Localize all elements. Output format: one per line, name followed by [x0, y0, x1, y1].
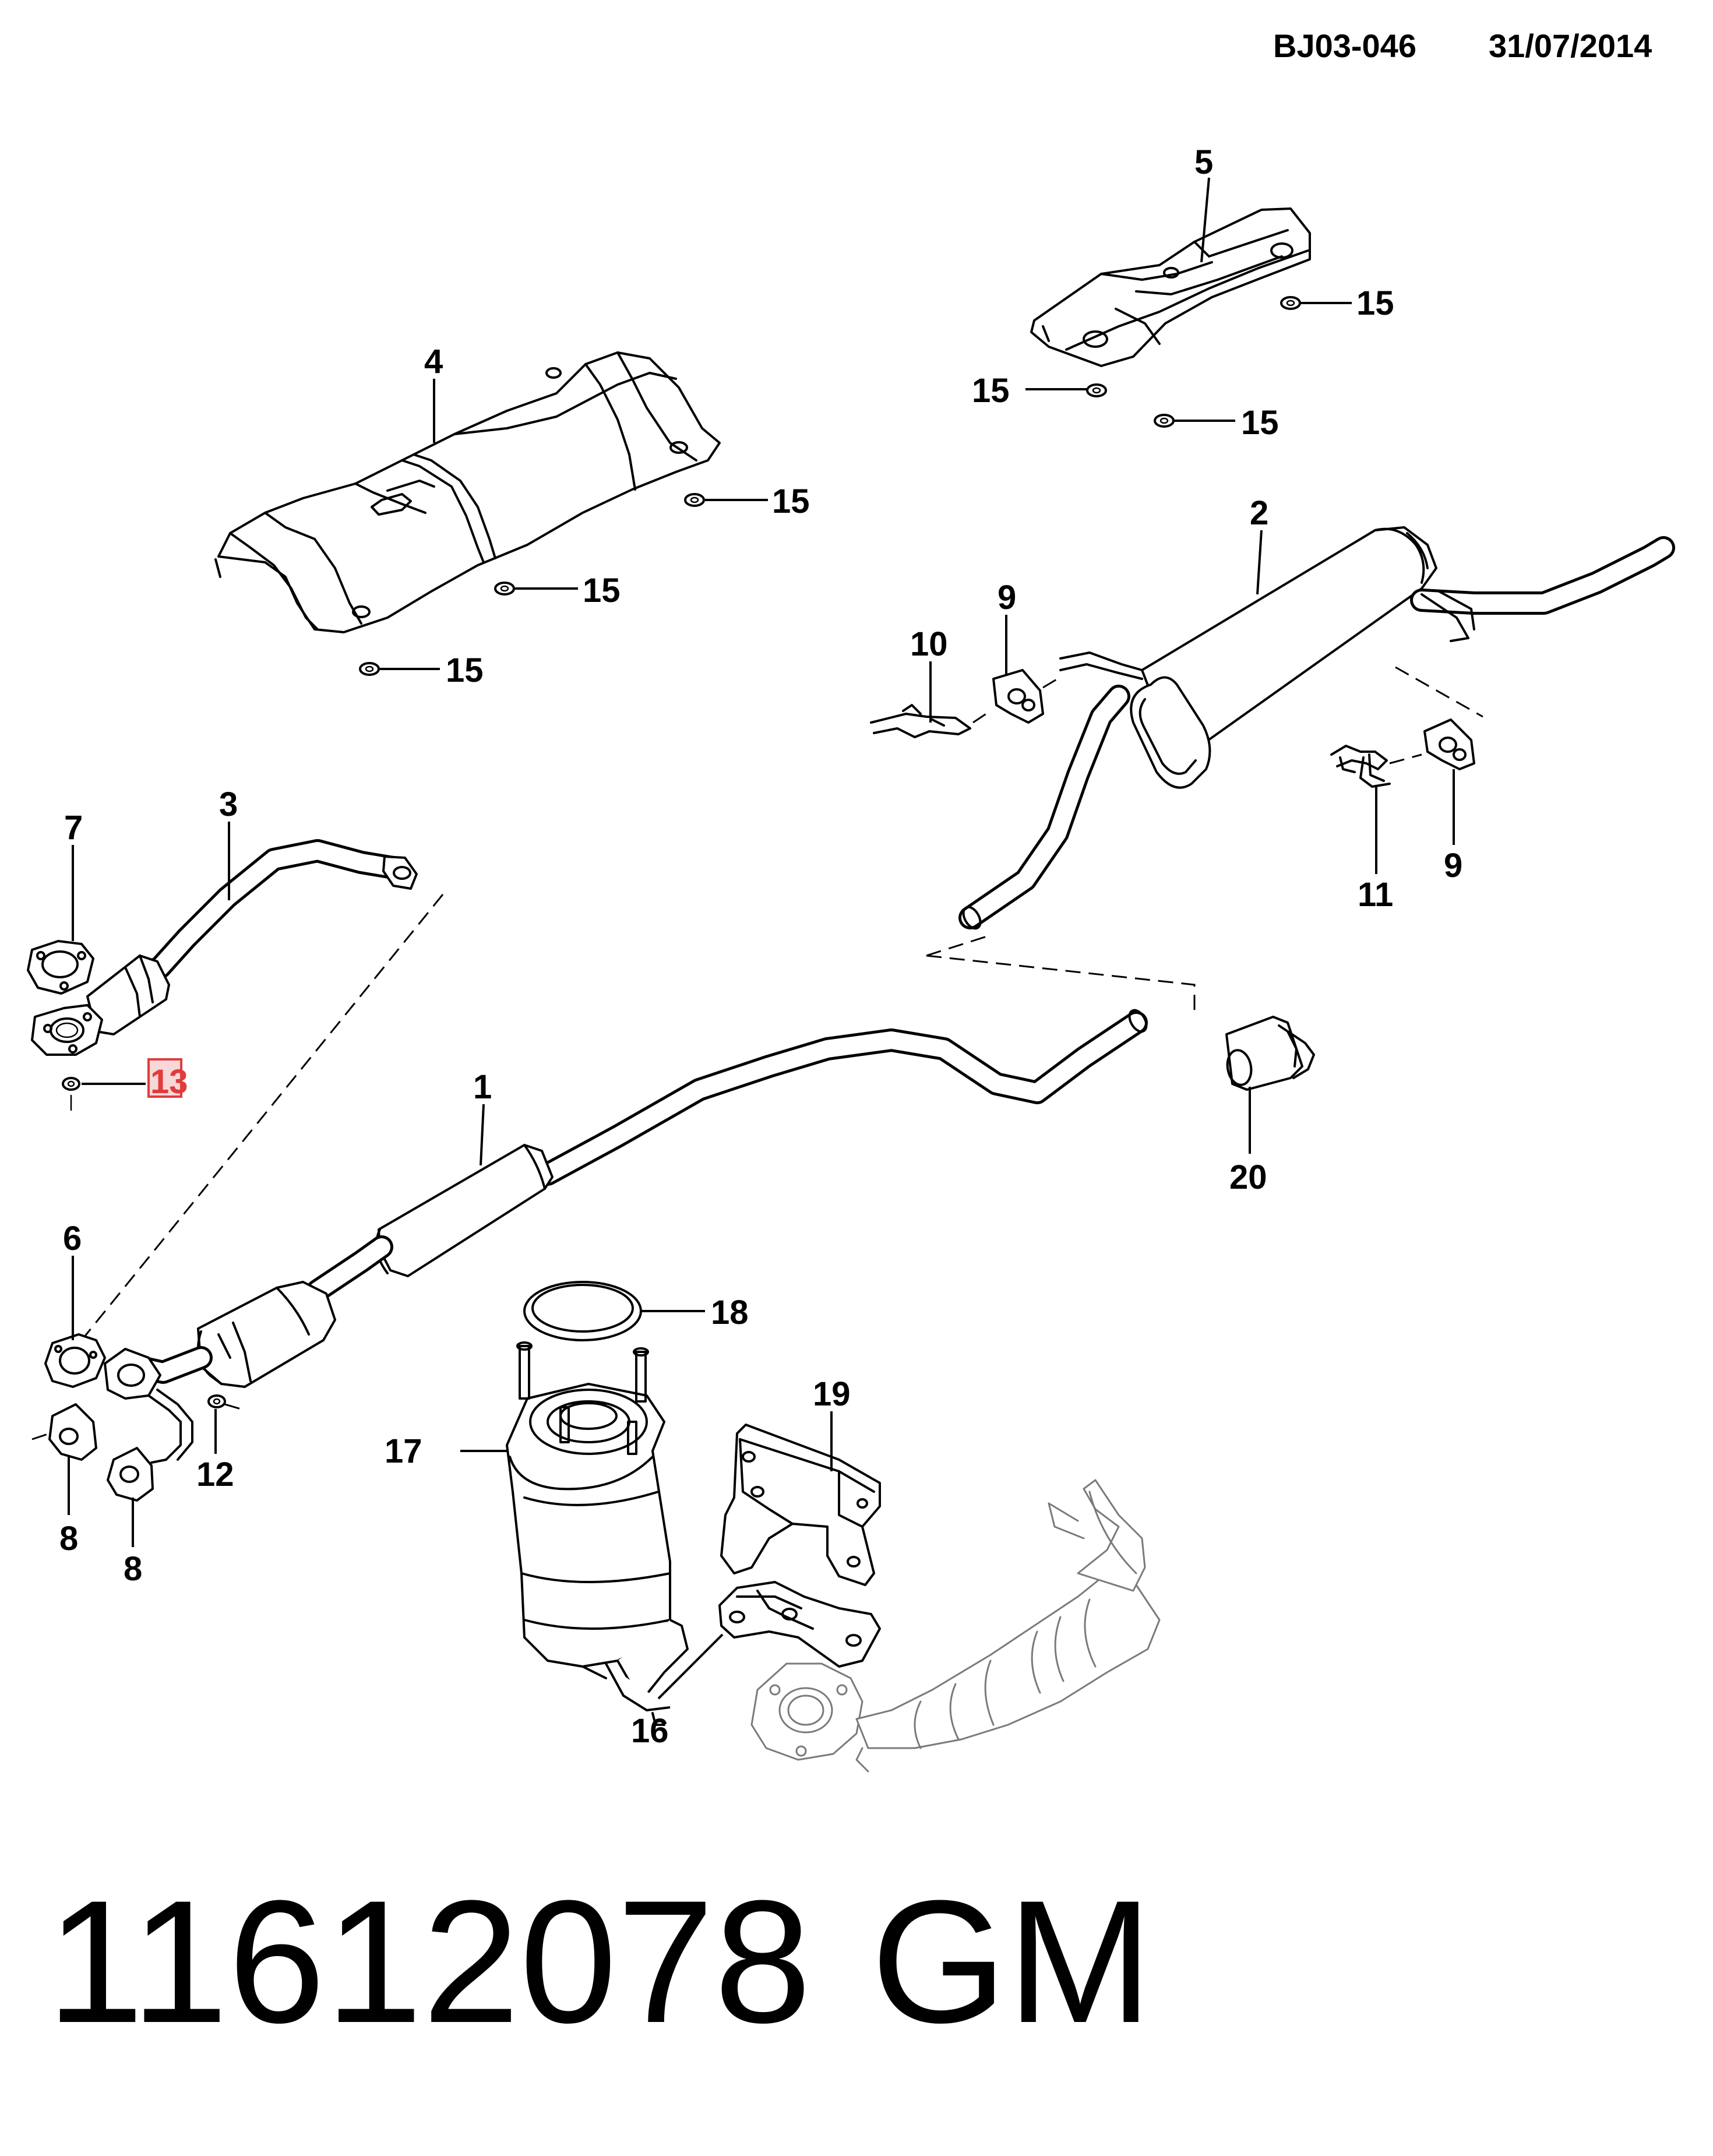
dash-9-right	[1389, 753, 1422, 765]
nut-15-b	[1086, 383, 1107, 397]
bracket-19	[720, 1424, 881, 1586]
rubber-hanger-8-right	[107, 1447, 154, 1502]
callout-1: 1	[473, 1068, 492, 1106]
callout-15-c: 15	[1241, 404, 1279, 442]
leader-5	[1200, 177, 1210, 263]
nut-15-c	[1154, 414, 1175, 428]
dash-muffler-hanger	[1395, 666, 1483, 718]
dash-pipe-muffler-2	[926, 934, 991, 957]
callout-9-right: 9	[1444, 847, 1462, 885]
callout-13: 13	[150, 1063, 188, 1101]
clamp-20	[1225, 1016, 1315, 1091]
catalytic-converter-17	[506, 1341, 689, 1726]
dash-front-pipe	[80, 894, 444, 1341]
callout-8-left: 8	[59, 1520, 78, 1558]
callout-5: 5	[1194, 143, 1213, 181]
heat-shield-rear	[1030, 207, 1311, 367]
nut-15-d	[684, 493, 705, 507]
bracket-16	[718, 1581, 881, 1668]
footer-brand: GM	[871, 1863, 1152, 2059]
callout-3: 3	[219, 785, 238, 823]
bracket-11	[1330, 745, 1391, 788]
nut-15-e	[494, 582, 515, 596]
leader-1	[480, 1104, 485, 1166]
diagram-date: 31/07/2014	[1489, 27, 1652, 64]
callout-2: 2	[1250, 494, 1268, 532]
leader-16	[657, 1633, 724, 1700]
callout-15-a: 15	[1356, 284, 1394, 322]
callout-7: 7	[64, 809, 83, 847]
gasket-6	[44, 1333, 106, 1388]
seal-ring-18	[523, 1281, 642, 1341]
callout-4: 4	[424, 343, 443, 381]
callout-19: 19	[813, 1375, 851, 1413]
nut-12	[207, 1394, 245, 1411]
callout-10: 10	[910, 625, 948, 663]
callout-15-b: 15	[972, 372, 1010, 410]
callout-6: 6	[63, 1220, 82, 1257]
callout-15-d: 15	[772, 482, 810, 520]
callout-15-f: 15	[446, 651, 484, 689]
callout-9-left: 9	[998, 579, 1016, 616]
callout-13-highlight	[147, 1058, 182, 1098]
nut-13	[62, 1077, 80, 1111]
callout-18: 18	[711, 1294, 749, 1331]
rubber-hanger-9-left	[992, 669, 1044, 724]
nut-15-f	[359, 662, 380, 676]
dash-pipe-muffler	[926, 954, 1196, 1011]
callout-16: 16	[631, 1712, 669, 1750]
diagram-code: BJ03-046	[1273, 27, 1416, 64]
heat-shield-front	[214, 351, 721, 633]
rubber-hanger-9-right	[1423, 718, 1475, 770]
leader-2	[1256, 530, 1263, 595]
rear-muffler	[958, 526, 1675, 930]
footer-part-number: 11612078	[47, 1863, 812, 2059]
reference-manifold	[750, 1479, 1161, 1773]
callout-12: 12	[196, 1456, 234, 1493]
nut-15-a	[1280, 296, 1301, 310]
callout-11: 11	[1358, 876, 1393, 914]
rubber-hanger-8-left	[31, 1403, 97, 1461]
callout-20: 20	[1229, 1158, 1267, 1196]
dash-9-left	[1042, 678, 1058, 689]
callout-8-right: 8	[124, 1550, 142, 1588]
bracket-10	[870, 704, 991, 738]
front-pipe-3	[31, 839, 418, 1056]
callout-15-e: 15	[583, 572, 621, 610]
callout-17: 17	[385, 1432, 422, 1470]
intermediate-pipe-1	[104, 1009, 1148, 1464]
gasket-7	[27, 940, 94, 995]
